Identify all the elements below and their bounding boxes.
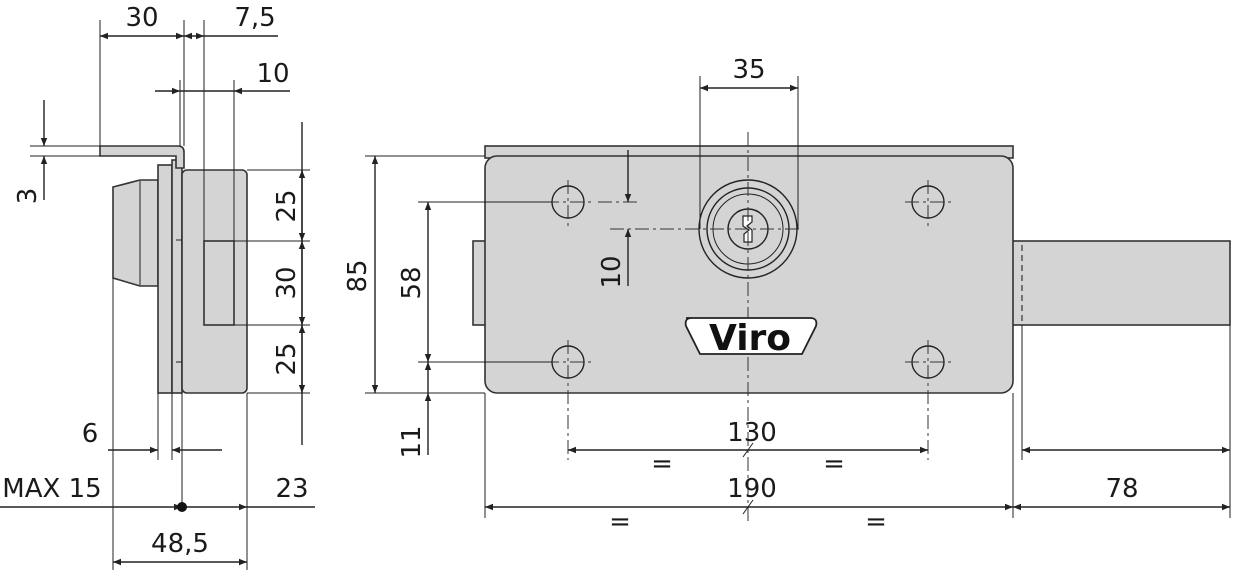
dim-190: 190 [727, 474, 777, 504]
dim-3: 3 [13, 188, 43, 205]
equal-190-right: = [865, 507, 887, 537]
bolt [1011, 240, 1231, 326]
dim-30-side: 30 [125, 3, 158, 33]
dim-48-5: 48,5 [151, 529, 209, 559]
case-front [484, 155, 1014, 394]
dim-23: 23 [275, 474, 308, 504]
dim-10-side: 10 [256, 59, 289, 89]
dim-78: 78 [1105, 474, 1138, 504]
mounting-plate [157, 164, 173, 394]
reference-point [177, 502, 187, 512]
side-view: 30 7,5 10 3 25 30 25 6 MAX 15 23 [0, 3, 315, 570]
dim-11: 11 [397, 425, 427, 458]
dim-6: 6 [82, 419, 99, 449]
dim-7-5: 7,5 [234, 3, 275, 33]
dim-25-bot: 25 [272, 342, 302, 375]
svg-text:Viro: Viro [709, 318, 791, 359]
equal-130-left: = [651, 449, 673, 479]
dim-30-mid: 30 [272, 266, 302, 299]
dim-85: 85 [343, 259, 373, 292]
knob [112, 179, 159, 287]
viro-logo: Viro [684, 317, 818, 359]
dim-58: 58 [397, 266, 427, 299]
front-view: Viro 35 85 58 10 11 130 = [343, 55, 1231, 537]
equal-130-right: = [823, 449, 845, 479]
dim-10-front: 10 [597, 255, 627, 288]
equal-190-left: = [609, 507, 631, 537]
dim-130: 130 [727, 418, 777, 448]
dim-25-top: 25 [272, 189, 302, 222]
dim-max-15: MAX 15 [2, 474, 101, 504]
dim-35: 35 [732, 55, 765, 85]
top-flange [99, 145, 185, 169]
